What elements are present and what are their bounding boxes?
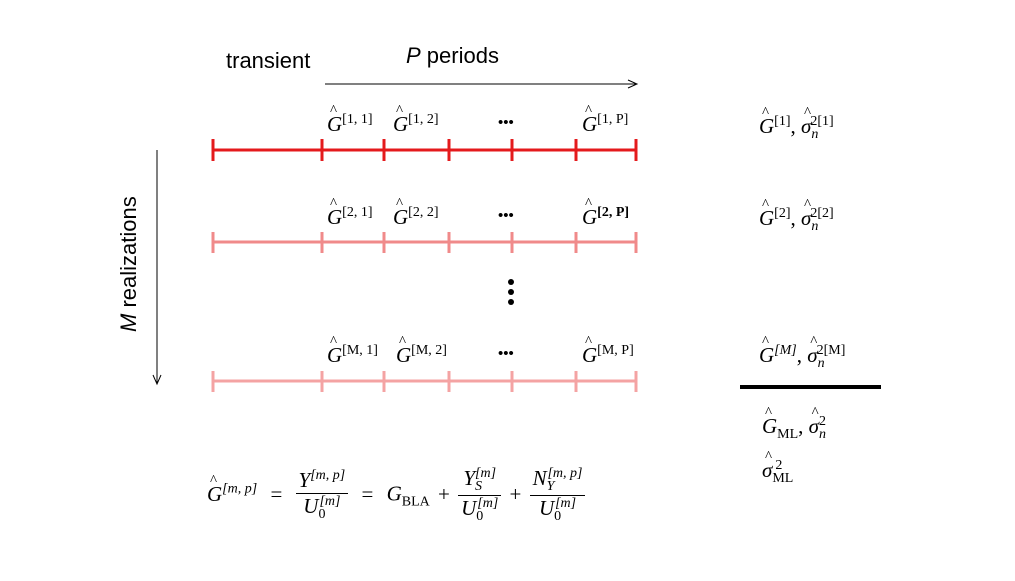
estimate-r2-p2: G[2, 2] [393,196,439,230]
ellipsis-rM: ••• [498,345,514,362]
estimate-r2-pP: G[2, P] [582,196,629,230]
estimate-r2-p1: G[2, 1] [327,196,373,230]
total-sigma-ml: σML2 [762,449,793,487]
estimate-r1-p2: G[1, 2] [393,103,439,137]
periods-label: P periods [406,43,499,68]
ellipsis-r2: ••• [498,207,514,224]
vertical-ellipsis [508,279,514,305]
model-formula: G[m, p] = Y[m, p] U0[m] = GBLA + YS[m] U… [207,466,586,525]
summary-r1: G[1], σn2[1] [759,105,834,143]
periods-arrowhead [627,79,639,89]
transient-label: transient [226,48,311,73]
estimate-r1-pP: G[1, P] [582,103,628,137]
timeline-row-m [211,371,638,392]
estimate-r1-p1: G[1, 1] [327,103,373,137]
estimate-rM-pP: G[M, P] [582,334,634,368]
timeline-row-1 [211,139,638,161]
summary-r2: G[2], σn2[2] [759,197,834,235]
realizations-label: M realizations [116,196,141,332]
estimate-rM-p2: G[M, 2] [396,334,447,368]
total-ml: GML, σn2 [762,405,826,443]
estimate-rM-p1: G[M, 1] [327,334,378,368]
ellipsis-r1: ••• [498,114,514,131]
timeline-row-2 [211,232,638,253]
realizations-arrowhead [152,374,162,386]
summary-rM: G[M], σn2[M] [759,334,845,372]
